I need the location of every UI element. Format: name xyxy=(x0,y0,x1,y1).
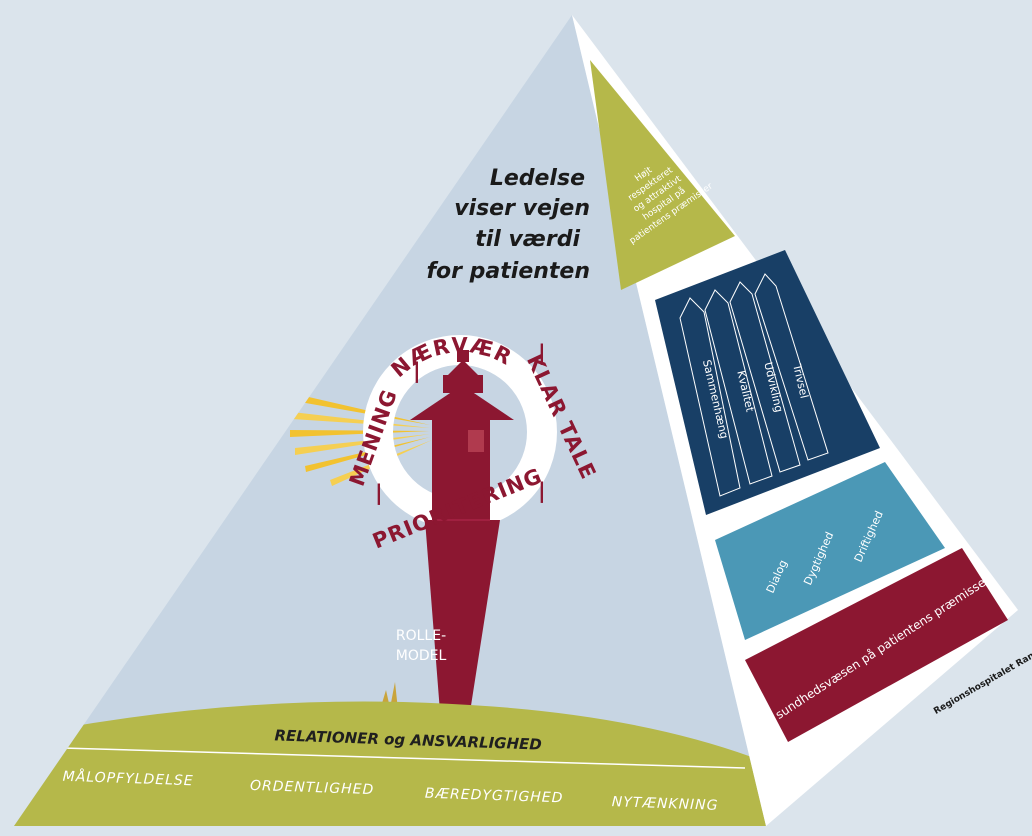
dialog-band xyxy=(715,462,945,640)
ring-separator-4: | xyxy=(538,479,547,504)
pyramid-title: Ledelse viser vejen til værdi for patien… xyxy=(426,166,590,284)
title-line-2: viser vejen xyxy=(454,196,590,221)
title-line-3: til værdi xyxy=(475,227,580,252)
foundation-values: MÅLOPFYLDELSE ORDENTLIGHED BÆREDYGTIGHED… xyxy=(62,768,718,814)
foundation-band xyxy=(745,548,1008,742)
vision-band xyxy=(590,60,735,290)
tower-label-line-1: ROLLE- xyxy=(396,628,446,644)
tower-label: ROLLE- MODEL xyxy=(396,628,447,664)
ring-separator-3: | xyxy=(375,481,384,506)
title-line-1: Ledelse xyxy=(490,166,585,191)
tower-label-line-2: MODEL xyxy=(396,648,447,664)
lighthouse-tower-graphic xyxy=(380,350,514,712)
foundation-value-3: BÆREDYGTIGHED xyxy=(425,786,564,807)
ring-separator-1: | xyxy=(413,359,422,384)
foundation-hill xyxy=(14,701,766,826)
strategy-band xyxy=(655,250,880,515)
foundation-value-1: MÅLOPFYLDELSE xyxy=(62,768,194,790)
ring-separator-2: | xyxy=(538,341,547,366)
strategy-pillars xyxy=(679,273,829,497)
title-line-4: for patienten xyxy=(426,259,590,284)
foundation-value-2: ORDENTLIGHED xyxy=(250,778,375,798)
foundation-value-4: NYTÆNKNING xyxy=(611,794,718,814)
